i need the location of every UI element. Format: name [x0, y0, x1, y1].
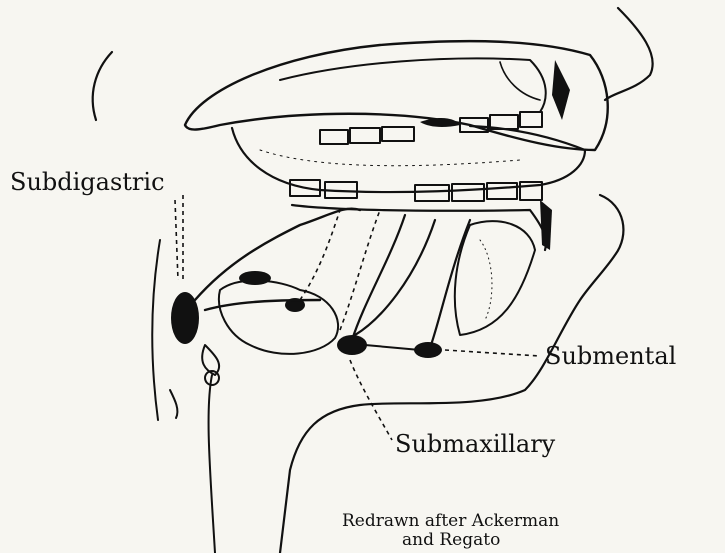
subdigastric-label: Subdigastric — [10, 168, 165, 196]
credit-line-2: and Regato — [402, 530, 500, 550]
submental-node — [414, 342, 442, 358]
upper-teeth — [320, 112, 542, 144]
lower-jaw — [290, 180, 552, 335]
palate-nasal-region — [185, 41, 608, 150]
submaxillary-node — [337, 335, 367, 355]
submental-label: Submental — [545, 342, 676, 370]
subdigastric-node — [171, 292, 199, 344]
credit-line-1: Redrawn after Ackerman — [342, 511, 559, 531]
submandibular-gland — [219, 271, 338, 354]
lymphatic-vessels — [195, 209, 470, 350]
dashed-lymph-paths — [175, 195, 540, 440]
submaxillary-label: Submaxillary — [395, 430, 556, 458]
